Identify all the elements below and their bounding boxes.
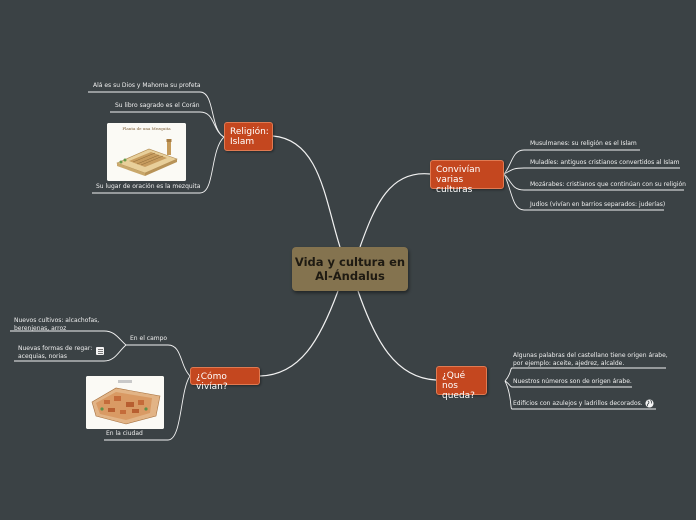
city-image[interactable] bbox=[86, 376, 164, 429]
religion-item-1: Alá es su Dios y Mahoma su profeta bbox=[93, 82, 201, 89]
campo-item-2: Nuevas formas de regar: acequias, norias bbox=[18, 345, 93, 360]
convivian-item-1: Musulmanes: su religión es el Islam bbox=[530, 140, 637, 147]
campo-label: En el campo bbox=[130, 335, 168, 342]
globe-icon[interactable] bbox=[645, 399, 654, 408]
mosque-illustration: Planta de una Mezquita bbox=[107, 123, 186, 181]
mosque-image-caption: Planta de una Mezquita bbox=[122, 126, 171, 131]
queda-item-3: Edificios con azulejos y ladrillos decor… bbox=[513, 400, 643, 407]
central-topic[interactable]: Vida y cultura en Al-Ándalus bbox=[292, 247, 408, 291]
note-icon[interactable] bbox=[96, 347, 104, 355]
city-illustration bbox=[86, 376, 164, 429]
convivian-item-4: Judíos (vivían en barrios separados: jud… bbox=[530, 201, 666, 208]
convivian-item-2: Muladíes: antiguos cristianos convertido… bbox=[530, 159, 680, 166]
campo-item-1: Nuevos cultivos: alcachofas, berenjenas,… bbox=[14, 317, 100, 332]
religion-item-2: Su libro sagrado es el Corán bbox=[115, 102, 200, 109]
branch-convivian[interactable]: Convivían varias culturas bbox=[430, 160, 504, 195]
branch-que-nos-queda[interactable]: ¿Qué nos queda? bbox=[436, 366, 487, 401]
queda-item-1: Algunas palabras del castellano tiene or… bbox=[513, 352, 668, 367]
religion-item-3: Su lugar de oración es la mezquita bbox=[96, 183, 201, 190]
queda-item-2: Nuestros números son de origen árabe. bbox=[513, 378, 632, 385]
mosque-plan-image[interactable]: Planta de una Mezquita bbox=[107, 123, 186, 181]
ciudad-label: En la ciudad bbox=[106, 430, 143, 437]
branch-como-vivian[interactable]: ¿Cómo vivían? bbox=[190, 367, 260, 392]
branch-religion[interactable]: Religión: Islam bbox=[224, 122, 273, 151]
convivian-item-3: Mozárabes: cristianos que continúan con … bbox=[530, 181, 686, 188]
